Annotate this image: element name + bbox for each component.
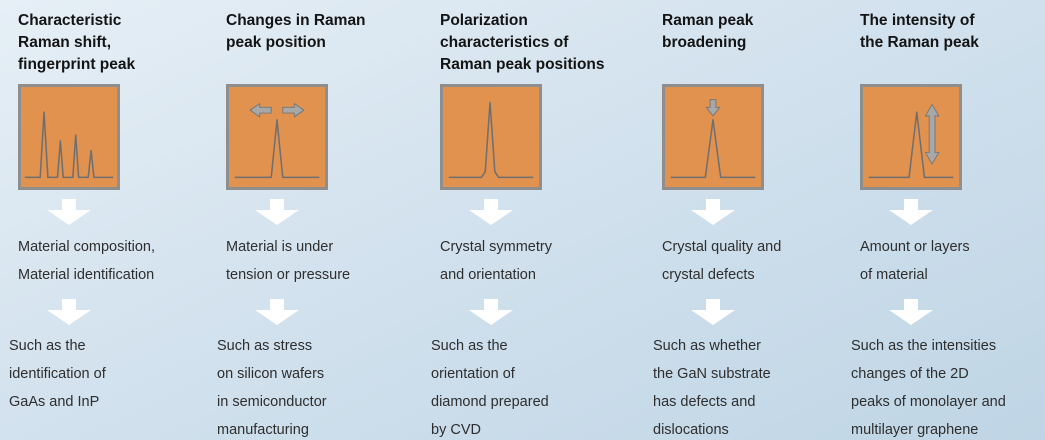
flow-arrow bbox=[18, 199, 120, 226]
meaning-text: Material composition, Material identific… bbox=[18, 239, 155, 283]
fingerprint-spectrum-icon bbox=[24, 111, 114, 179]
flow-arrow bbox=[860, 299, 962, 326]
down-block-arrow-icon bbox=[691, 199, 735, 225]
column-polarization: Polarization characteristics of Raman pe… bbox=[422, 0, 644, 440]
column-title: Raman peak broadening bbox=[662, 12, 754, 51]
peak-intensity-spectrum-icon bbox=[868, 103, 954, 179]
meaning-text: Crystal symmetry and orientation bbox=[440, 239, 552, 283]
down-block-arrow-icon bbox=[255, 199, 299, 225]
down-block-arrow-icon bbox=[255, 299, 299, 325]
meaning-text: Amount or layers of material bbox=[860, 239, 970, 283]
column-peak-intensity: The intensity of the Raman peak Amount o… bbox=[842, 0, 1045, 440]
flow-arrow bbox=[18, 299, 120, 326]
flow-arrow bbox=[226, 199, 328, 226]
flow-arrow bbox=[226, 299, 328, 326]
spectrum-box bbox=[18, 84, 120, 190]
column-peak-broadening: Raman peak broadening Crystal quality an… bbox=[644, 0, 842, 440]
flow-arrow bbox=[440, 199, 542, 226]
down-block-arrow-icon bbox=[469, 199, 513, 225]
flow-arrow bbox=[662, 299, 764, 326]
peak-broadening-spectrum-icon bbox=[670, 99, 756, 179]
down-block-arrow-icon bbox=[47, 299, 91, 325]
example-text: Such as the identification of GaAs and I… bbox=[9, 338, 106, 410]
down-block-arrow-icon bbox=[469, 299, 513, 325]
flow-arrow bbox=[860, 199, 962, 226]
down-block-arrow-icon bbox=[47, 199, 91, 225]
example-text: Such as stress on silicon wafers in semi… bbox=[217, 338, 327, 438]
example-text: Such as whether the GaN substrate has de… bbox=[653, 338, 771, 438]
spectrum-box bbox=[860, 84, 962, 190]
column-title: Changes in Raman peak position bbox=[226, 12, 366, 51]
down-block-arrow-icon bbox=[889, 299, 933, 325]
column-title: Characteristic Raman shift, fingerprint … bbox=[18, 12, 136, 73]
down-block-arrow-icon bbox=[691, 299, 735, 325]
spectrum-box bbox=[440, 84, 542, 190]
column-title: The intensity of the Raman peak bbox=[860, 12, 979, 51]
column-title: Polarization characteristics of Raman pe… bbox=[440, 12, 605, 73]
flow-arrow bbox=[440, 299, 542, 326]
example-text: Such as the orientation of diamond prepa… bbox=[431, 338, 549, 438]
spectrum-box bbox=[226, 84, 328, 190]
polarization-spectrum-icon bbox=[448, 101, 534, 179]
column-fingerprint-peak: Characteristic Raman shift, fingerprint … bbox=[0, 0, 208, 440]
peak-shift-spectrum-icon bbox=[234, 103, 320, 179]
example-text: Such as the intensities changes of the 2… bbox=[851, 338, 1006, 438]
meaning-text: Crystal quality and crystal defects bbox=[662, 239, 782, 283]
meaning-text: Material is under tension or pressure bbox=[226, 239, 351, 283]
spectrum-box bbox=[662, 84, 764, 190]
down-block-arrow-icon bbox=[889, 199, 933, 225]
column-peak-position: Changes in Raman peak position Material … bbox=[208, 0, 422, 440]
flow-arrow bbox=[662, 199, 764, 226]
